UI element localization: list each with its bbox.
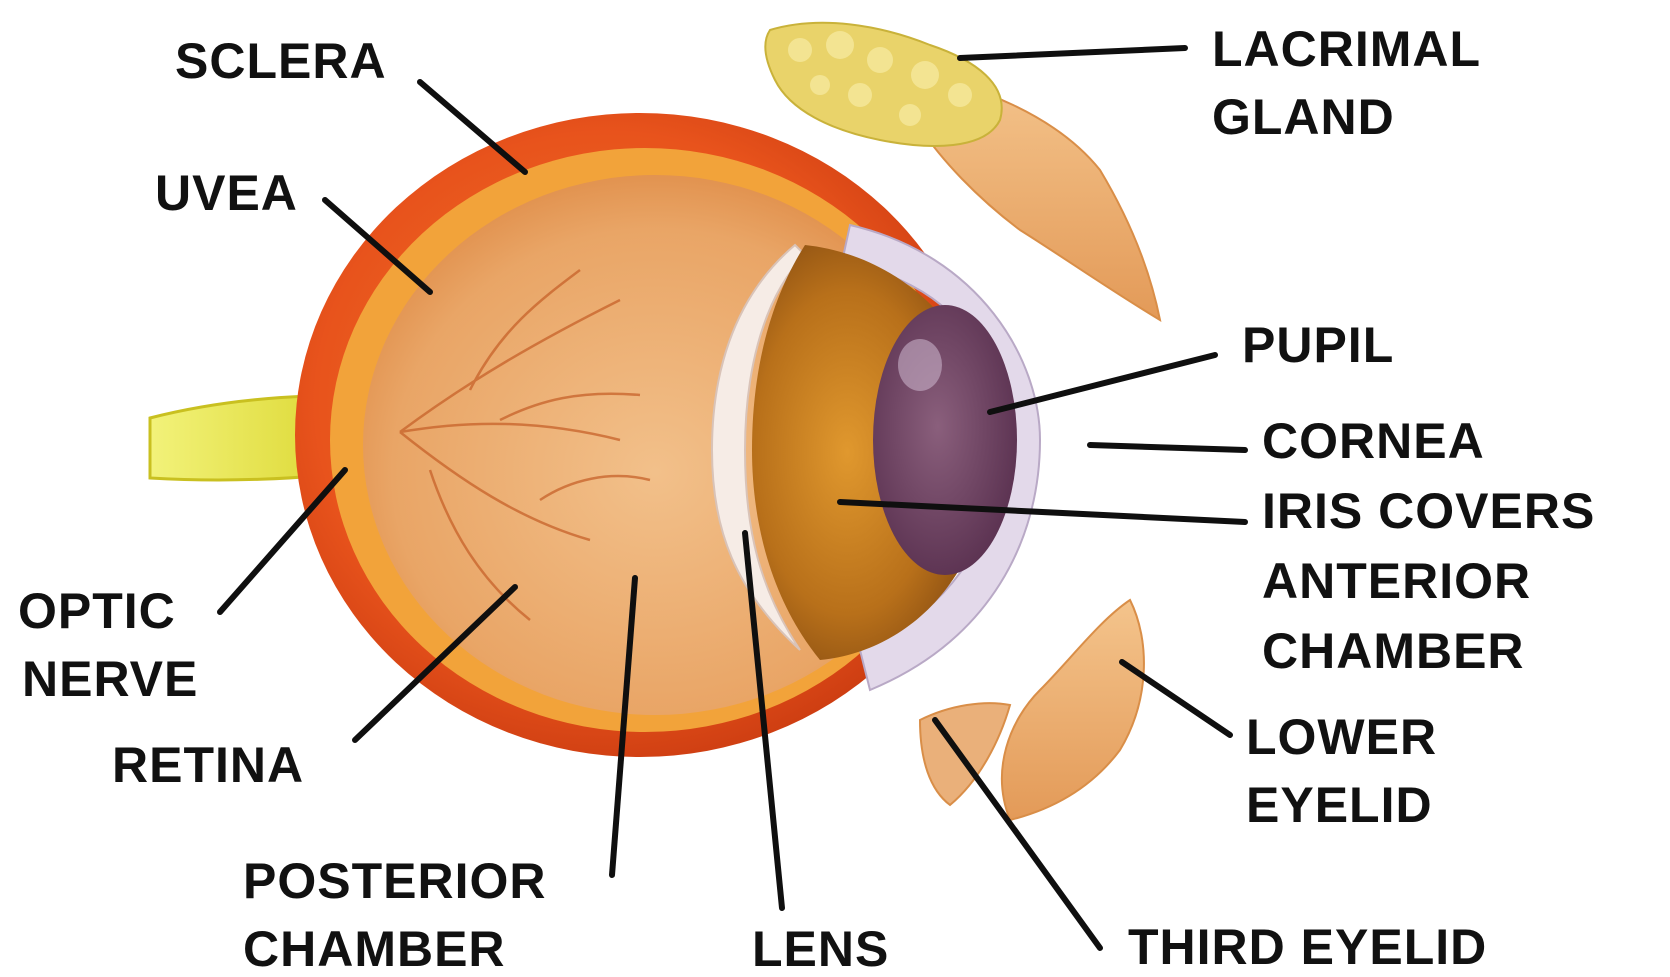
lacrimal-gland-leader — [960, 48, 1185, 58]
lower-eyelid-label-line1: LOWER — [1246, 709, 1437, 765]
uvea-label: UVEA — [155, 165, 298, 221]
pupil-highlight — [898, 339, 942, 391]
lens-label: LENS — [752, 921, 889, 977]
lower-eyelid-tissue — [1002, 600, 1144, 820]
iris-label-line3: CHAMBER — [1262, 623, 1525, 679]
lacrimal-gland-label-line2: GLAND — [1212, 89, 1395, 145]
posterior-chamber-label-line1: POSTERIOR — [243, 853, 546, 909]
lower-eyelid-label-line2: EYELID — [1246, 777, 1433, 833]
third-eyelid-label: THIRD EYELID — [1128, 919, 1487, 975]
pupil-shape — [873, 305, 1017, 575]
retina-label: RETINA — [112, 737, 304, 793]
lacrimal-gland-label-line1: LACRIMAL — [1212, 21, 1481, 77]
optic-nerve-label-line2: NERVE — [22, 651, 198, 707]
iris-label-line1: IRIS COVERS — [1262, 483, 1595, 539]
pupil-label: PUPIL — [1242, 317, 1394, 373]
cornea-leader — [1090, 445, 1245, 450]
iris-label-line2: ANTERIOR — [1262, 553, 1531, 609]
posterior-chamber-label-line2: CHAMBER — [243, 921, 506, 977]
optic-nerve-label-line1: OPTIC — [18, 583, 176, 639]
cornea-label: CORNEA — [1262, 413, 1485, 469]
sclera-label: SCLERA — [175, 33, 387, 89]
